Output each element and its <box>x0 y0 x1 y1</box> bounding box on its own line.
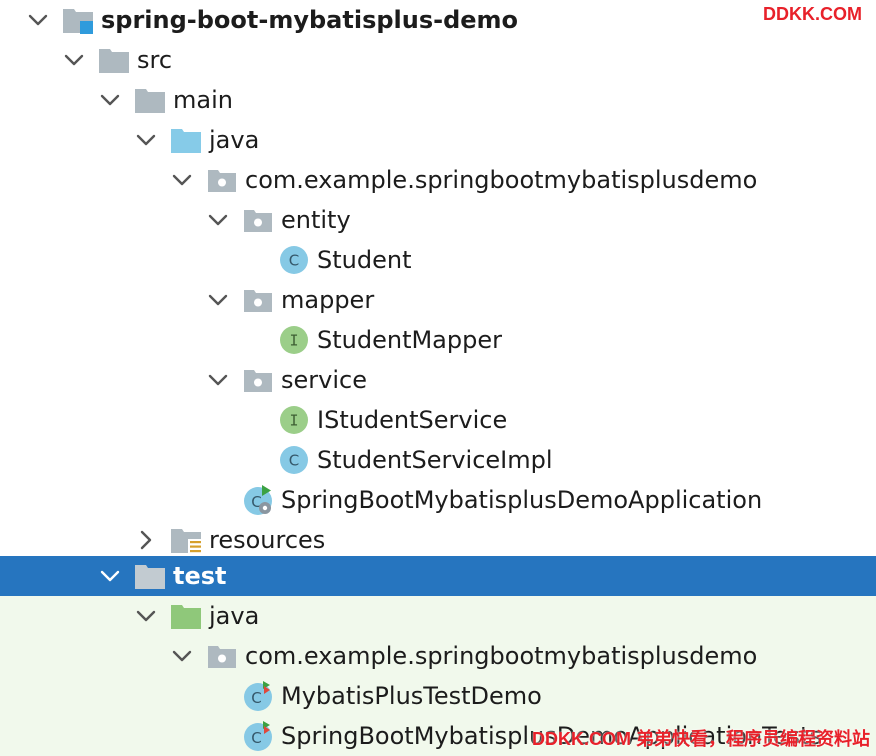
tree-row-resources[interactable]: resources <box>0 520 876 560</box>
package-icon <box>206 164 238 196</box>
tree-row-test-package[interactable]: com.example.springbootmybatisplusdemo <box>0 636 876 676</box>
svg-text:C: C <box>251 493 261 511</box>
tree-row-main[interactable]: main <box>0 80 876 120</box>
interface-icon: I <box>278 324 310 356</box>
tree-row-test[interactable]: test <box>0 556 876 596</box>
folder-icon <box>98 44 130 76</box>
test-class-icon: C <box>242 680 274 712</box>
chevron-down-icon[interactable] <box>60 46 88 74</box>
svg-text:C: C <box>251 689 261 707</box>
chevron-down-icon[interactable] <box>132 126 160 154</box>
tree-row-application[interactable]: C SpringBootMybatisplusDemoApplication <box>0 480 876 520</box>
tree-label: Student <box>317 246 412 274</box>
tree-row-student-mapper[interactable]: I StudentMapper <box>0 320 876 360</box>
chevron-down-icon[interactable] <box>96 562 124 590</box>
folder-icon <box>134 560 166 592</box>
tree-label: main <box>173 86 233 114</box>
tree-row-application-tests[interactable]: C SpringBootMybatisplusDemoApplicationTe… <box>0 716 876 756</box>
folder-icon <box>134 84 166 116</box>
tree-label: src <box>137 46 173 74</box>
tree-row-package[interactable]: com.example.springbootmybatisplusdemo <box>0 160 876 200</box>
package-icon <box>242 284 274 316</box>
resources-folder-icon <box>170 524 202 556</box>
chevron-down-icon[interactable] <box>24 6 52 34</box>
watermark-top: DDKK.COM <box>763 4 862 24</box>
tree-label: com.example.springbootmybatisplusdemo <box>245 166 758 194</box>
class-icon: C <box>278 244 310 276</box>
tree-row-mapper[interactable]: mapper <box>0 280 876 320</box>
tree-row-student-service-impl[interactable]: C StudentServiceImpl <box>0 440 876 480</box>
tree-row-istudent-service[interactable]: I IStudentService <box>0 400 876 440</box>
chevron-down-icon[interactable] <box>96 86 124 114</box>
tree-label: StudentServiceImpl <box>317 446 553 474</box>
package-icon <box>242 364 274 396</box>
tree-label: IStudentService <box>317 406 508 434</box>
tree-label: SpringBootMybatisplusDemoApplicationTest… <box>281 722 822 750</box>
tree-label: java <box>209 602 260 630</box>
tree-row-src[interactable]: src <box>0 40 876 80</box>
svg-text:C: C <box>251 729 261 747</box>
svg-text:I: I <box>289 412 298 430</box>
tree-row-mybatis-plus-test-demo[interactable]: C MybatisPlusTestDemo <box>0 676 876 716</box>
chevron-down-icon[interactable] <box>168 642 196 670</box>
tree-label: service <box>281 366 367 394</box>
tree-label: spring-boot-mybatisplus-demo <box>101 6 519 34</box>
tree-label: java <box>209 126 260 154</box>
module-folder-icon <box>62 4 94 36</box>
tree-label: resources <box>209 526 326 554</box>
package-icon <box>206 640 238 672</box>
tree-row-service[interactable]: service <box>0 360 876 400</box>
source-root-folder-icon <box>170 124 202 156</box>
tree-label: StudentMapper <box>317 326 502 354</box>
tree-row-project-root[interactable]: spring-boot-mybatisplus-demo <box>0 0 876 40</box>
tree-label: test <box>173 562 227 590</box>
tree-row-java-main[interactable]: java <box>0 120 876 160</box>
svg-text:I: I <box>289 332 298 350</box>
chevron-down-icon[interactable] <box>132 602 160 630</box>
tree-label: mapper <box>281 286 375 314</box>
chevron-down-icon[interactable] <box>204 366 232 394</box>
test-class-icon: C <box>242 720 274 752</box>
chevron-down-icon[interactable] <box>168 166 196 194</box>
package-icon <box>242 204 274 236</box>
class-icon: C <box>278 444 310 476</box>
interface-icon: I <box>278 404 310 436</box>
watermark-bottom: DDKK.COM 弟弟快看，程序员编程资料站 <box>532 729 870 749</box>
tree-label: SpringBootMybatisplusDemoApplication <box>281 486 763 514</box>
tree-label: com.example.springbootmybatisplusdemo <box>245 642 758 670</box>
spring-boot-application-icon: C <box>242 484 274 516</box>
chevron-right-icon[interactable] <box>132 526 160 554</box>
tree-row-student[interactable]: C Student <box>0 240 876 280</box>
tree-label: MybatisPlusTestDemo <box>281 682 542 710</box>
tree-row-entity[interactable]: entity <box>0 200 876 240</box>
svg-text:C: C <box>289 452 299 470</box>
chevron-down-icon[interactable] <box>204 286 232 314</box>
test-source-root-folder-icon <box>170 600 202 632</box>
tree-row-java-test[interactable]: java <box>0 596 876 636</box>
svg-text:C: C <box>289 252 299 270</box>
chevron-down-icon[interactable] <box>204 206 232 234</box>
tree-label: entity <box>281 206 351 234</box>
